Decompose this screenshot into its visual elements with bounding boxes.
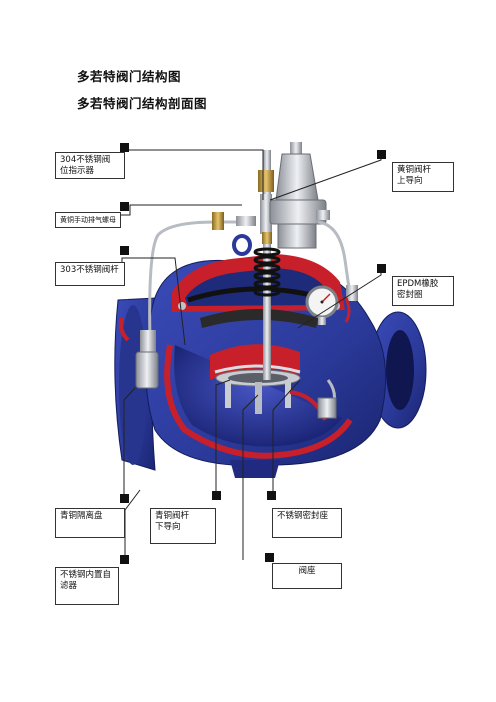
label-text: 黄铜阀杆 <box>397 165 432 175</box>
label-text: 位指示器 <box>60 166 95 176</box>
label-brass-stem-upper: 黄铜阀杆 上导向 <box>392 162 454 192</box>
label-brass-vent-nut: 黄铜手动排气螺母 <box>55 212 121 228</box>
marker-valve-seat <box>265 553 274 562</box>
pressure-gauge <box>305 285 339 325</box>
label-text: 不锈钢密封座 <box>277 511 329 521</box>
label-text: 阀座 <box>298 566 316 576</box>
label-text: 上导向 <box>397 176 423 186</box>
label-text: 黄铜手动排气螺母 <box>60 216 116 224</box>
label-stainless-seat: 不锈钢密封座 <box>272 508 342 538</box>
label-valve-seat: 阀座 <box>272 563 342 589</box>
marker-bronze-stem-lower <box>212 491 221 500</box>
label-text: 滤器 <box>60 581 78 591</box>
page-title: 多若特阀门结构图 <box>77 69 182 84</box>
label-bronze-stem-lower: 青铜阀杆 下导向 <box>150 508 216 544</box>
marker-internal-filter <box>120 555 129 564</box>
marker-stainless-indicator <box>120 143 129 152</box>
label-text: 下导向 <box>155 522 181 532</box>
page-subtitle: 多若特阀门结构剖面图 <box>77 96 208 111</box>
tubing-fittings <box>118 212 358 419</box>
label-internal-filter: 不锈钢内置自 滤器 <box>55 567 119 605</box>
label-text: 304不锈钢阀 <box>60 155 111 165</box>
marker-bronze-disc <box>120 494 129 503</box>
label-text: 青铜阀杆 <box>155 511 190 521</box>
label-stainless-indicator: 304不锈钢阀 位指示器 <box>55 152 125 179</box>
label-epdm-seal: EPDM橡胶 密封圈 <box>392 276 454 306</box>
label-text: 不锈钢内置自 <box>60 570 112 580</box>
label-text: 青铜隔离盘 <box>60 511 103 521</box>
label-bronze-disc: 青铜隔离盘 <box>55 508 125 538</box>
marker-brass-vent-nut <box>120 202 129 211</box>
label-text: EPDM橡胶 <box>397 279 439 289</box>
label-text: 密封圈 <box>397 290 423 300</box>
marker-epdm-seal <box>377 264 386 273</box>
marker-stem-303 <box>120 246 129 255</box>
label-stem-303: 303不锈钢阀杆 <box>55 262 125 286</box>
stem-assembly <box>253 150 281 380</box>
pilot-valve <box>269 142 330 249</box>
leader-lines <box>118 149 382 560</box>
label-text: 303不锈钢阀杆 <box>60 265 119 275</box>
marker-brass-stem-upper <box>377 150 386 159</box>
marker-stainless-seat <box>267 491 276 500</box>
